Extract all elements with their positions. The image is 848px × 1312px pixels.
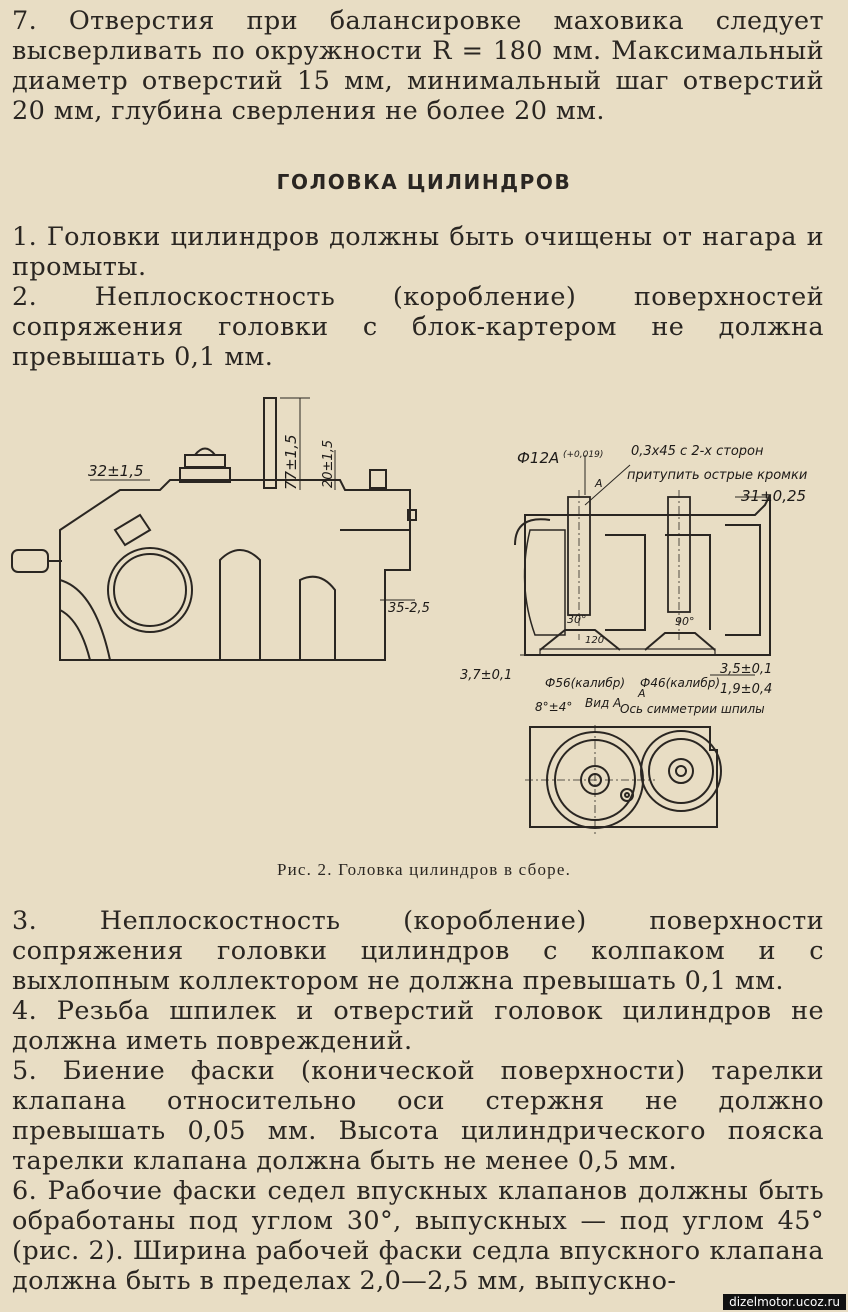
view-a-label: Вид А	[585, 696, 621, 710]
dim-20-label: 20±1,5	[321, 440, 336, 488]
paragraph-3: 3. Неплоскостность (коробление) поверхно…	[12, 906, 824, 996]
paragraph-4: 4. Резьба шпилек и отверстий головок цил…	[12, 996, 824, 1056]
axis-label: Ось симметрии шпилы	[620, 702, 765, 716]
view-a-marker-top: А	[594, 477, 603, 490]
dim-19-label: 1,9±0,4	[720, 682, 772, 697]
angle-90-label: 90°	[675, 615, 695, 628]
paragraph-7: 7. Отверстия при балансировке маховика с…	[12, 6, 824, 126]
paragraph-2: 2. Неплоскостность (коробление) поверхно…	[12, 282, 824, 372]
dim-35b-label: 3,5±0,1	[720, 662, 772, 677]
edges-note: притупить острые кромки	[627, 468, 807, 483]
paragraph-5: 5. Биение фаски (конической поверхности)…	[12, 1056, 824, 1176]
dim-32-label: 32±1,5	[88, 462, 144, 480]
site-watermark: dizelmotor.ucoz.ru	[723, 1294, 846, 1310]
dim-phi12-label: Ф12А	[517, 449, 559, 467]
angle-120-label: 120	[585, 635, 604, 646]
dim-phi12-tolerance: (+0,019)	[563, 450, 603, 460]
figure-caption: Рис. 2. Головка цилиндров в сборе.	[276, 860, 572, 879]
dim-37-label: 3,7±0,1	[460, 668, 512, 683]
cylinder-head-section-view: Ф12А (+0,019) 0,3х45 с 2-х сторон притуп…	[460, 444, 807, 835]
phi56-label: Ф56(калибр)	[545, 676, 625, 690]
phi46-label: Ф46(калибр)	[640, 676, 720, 690]
dim-31-label: 31±0,25	[741, 487, 806, 505]
cylinder-head-side-view: 32±1,5 77±1,5 20±1,5 35-2,5	[11, 397, 430, 661]
chamfer-note: 0,3х45 с 2-х сторон	[631, 444, 764, 459]
angle-a-marker: А	[637, 687, 646, 700]
angle-label: 8°±4°	[535, 700, 572, 714]
section-heading: ГОЛОВКА ЦИЛИНДРОВ	[276, 170, 572, 194]
paragraph-6: 6. Рабочие фаски седел впускных клапанов…	[12, 1176, 824, 1296]
angle-30-label: 30°	[567, 613, 587, 626]
dim-35-label: 35-2,5	[388, 601, 430, 616]
paragraph-1: 1. Головки цилиндров должны быть очищены…	[12, 222, 824, 282]
dim-77-label: 77±1,5	[282, 434, 300, 490]
